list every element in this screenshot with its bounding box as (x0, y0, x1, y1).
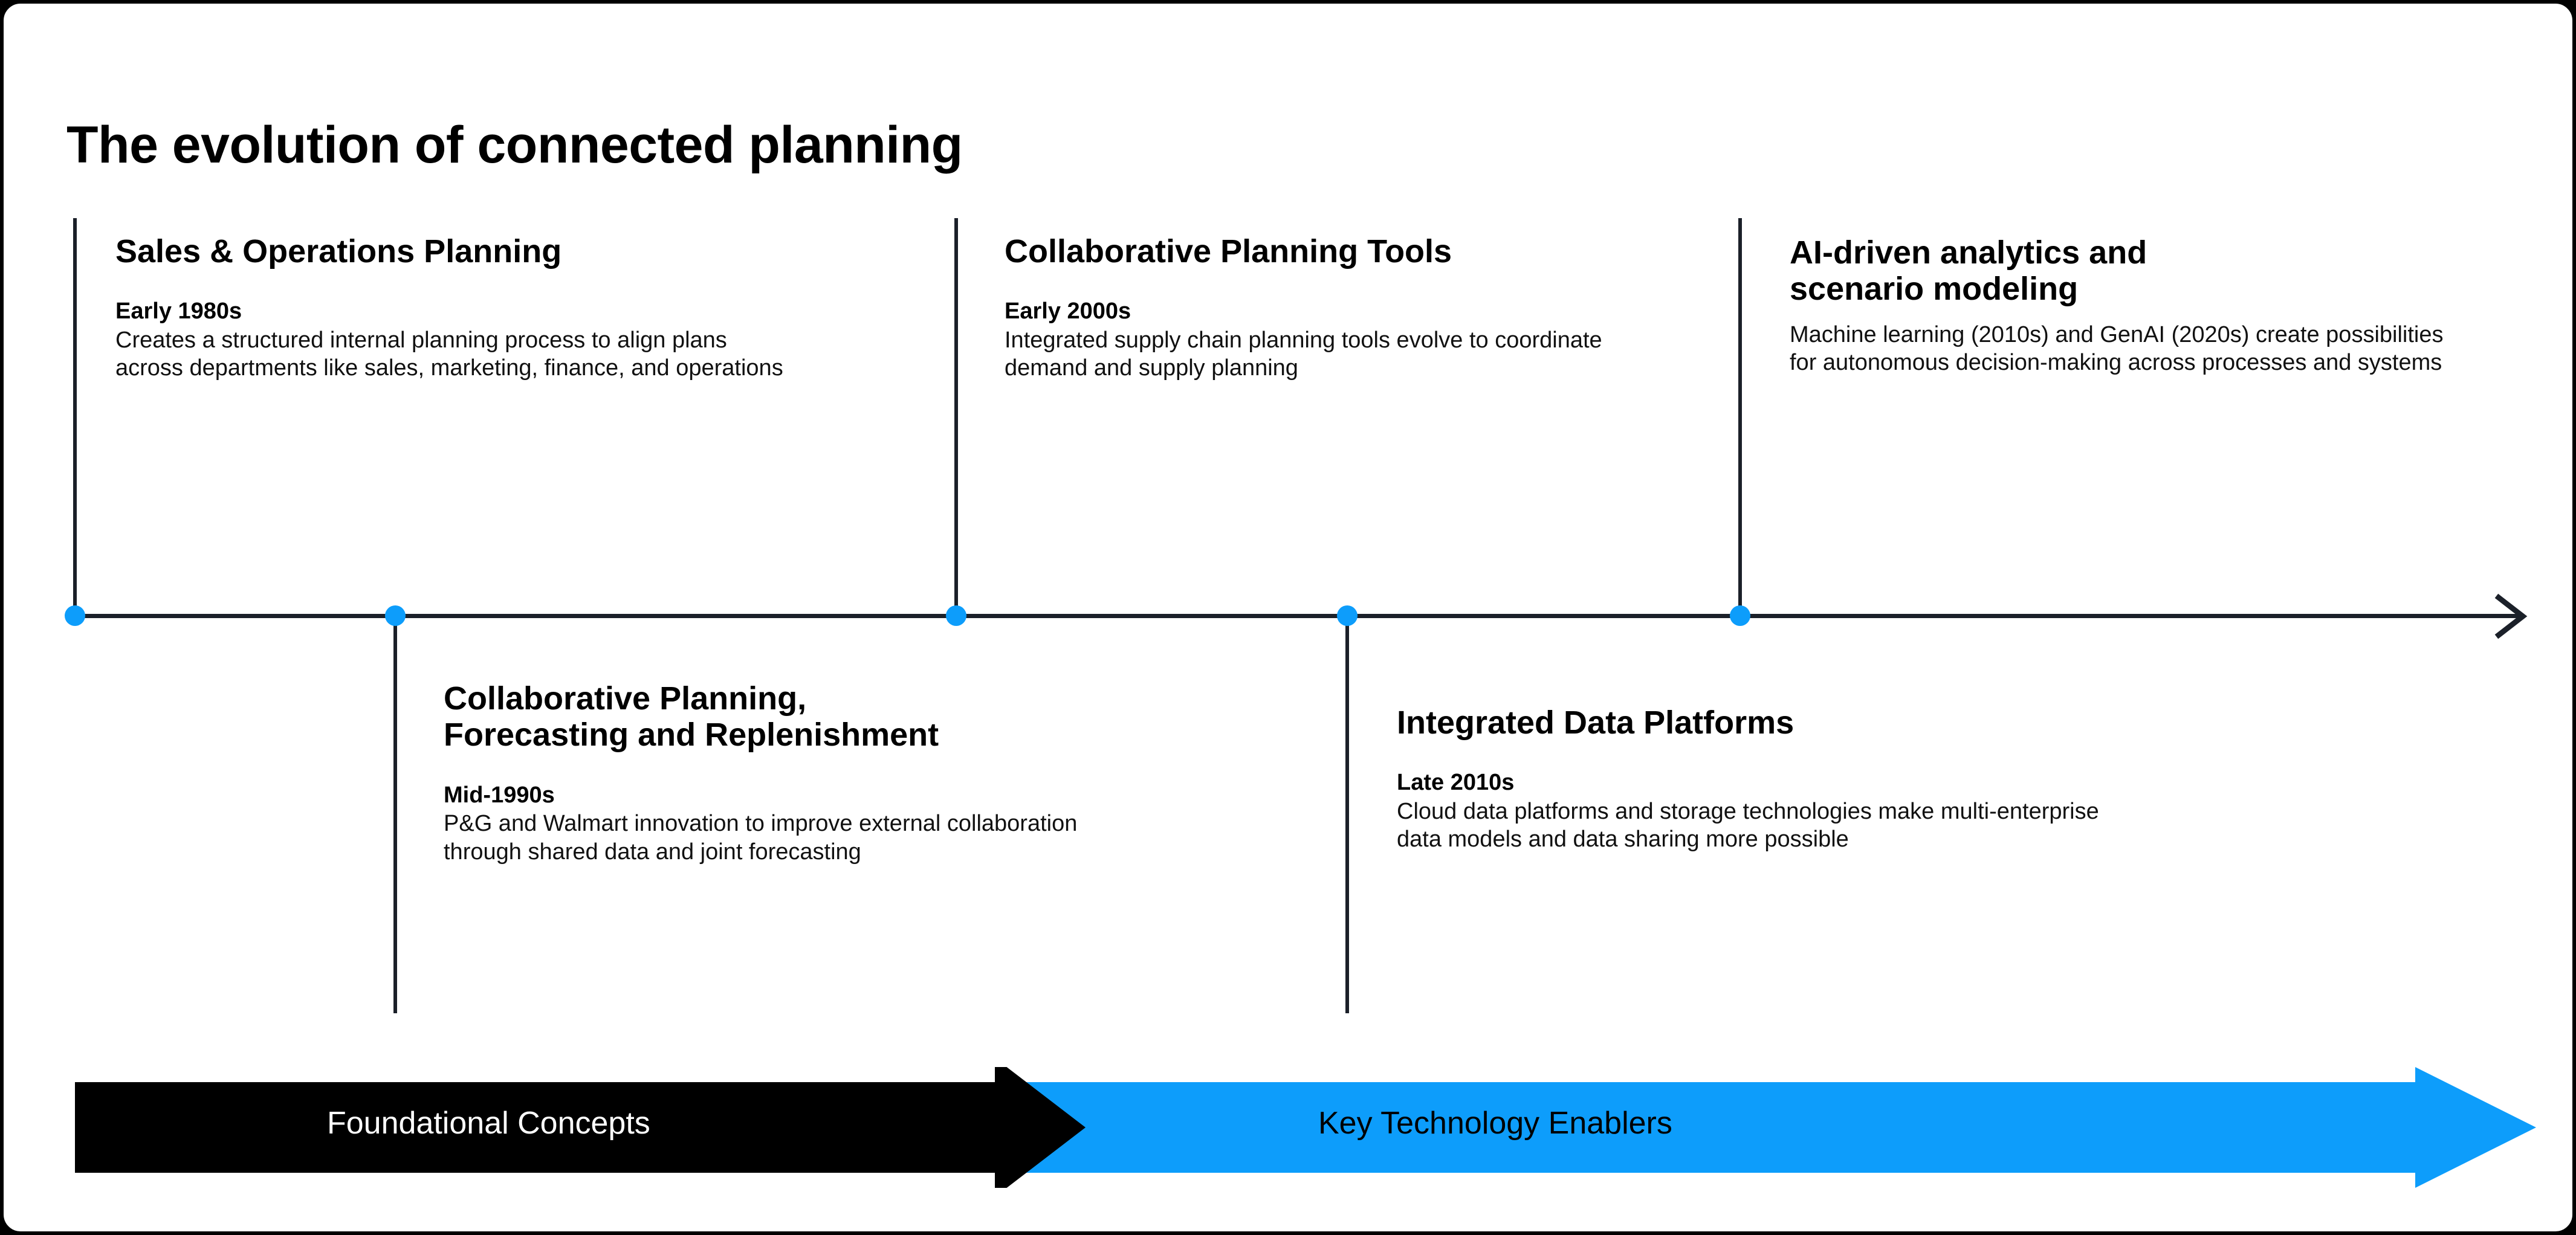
timeline-connector (73, 218, 77, 616)
phase-label-foundational: Foundational Concepts (327, 1106, 650, 1141)
milestone-block-idp: Integrated Data Platforms Late 2010s Clo… (1397, 705, 2122, 854)
milestone-description: Machine learning (2010s) and GenAI (2020… (1790, 321, 2444, 376)
milestone-block-cpt: Collaborative Planning Tools Early 2000s… (1005, 233, 1645, 382)
arrow-right-icon (2494, 593, 2542, 640)
milestone-description: Integrated supply chain planning tools e… (1005, 327, 1602, 381)
milestone-era: Late 2010s (1397, 770, 1515, 796)
milestone-block-cpfr: Collaborative Planning, Forecasting and … (444, 680, 1157, 866)
timeline-connector (393, 616, 397, 1013)
phase-arrow-blue (995, 1067, 2536, 1188)
phase-arrow-black (75, 1067, 1086, 1188)
milestone-title: AI-driven analytics and scenario modelin… (1790, 234, 2147, 308)
milestone-era: Early 2000s (1005, 298, 1131, 324)
milestone-era: Early 1980s (115, 298, 242, 324)
page-title: The evolution of connected planning (66, 116, 963, 174)
milestone-description: Cloud data platforms and storage technol… (1397, 798, 2099, 853)
milestone-era: Mid-1990s (444, 782, 555, 808)
timeline-connector (1738, 218, 1742, 616)
milestone-title: Sales & Operations Planning (115, 233, 562, 269)
timeline-dot[interactable] (946, 605, 966, 626)
timeline-dot[interactable] (65, 605, 85, 626)
timeline-axis (75, 614, 2523, 618)
timeline-dot[interactable] (1337, 605, 1358, 626)
milestone-title: Collaborative Planning, Forecasting and … (444, 680, 939, 753)
milestone-description: P&G and Walmart innovation to improve ex… (444, 811, 1078, 865)
milestone-title: Integrated Data Platforms (1397, 705, 1794, 741)
timeline-connector (954, 218, 958, 616)
milestone-title: Collaborative Planning Tools (1005, 233, 1452, 269)
milestone-block-ai: AI-driven analytics and scenario modelin… (1790, 234, 2455, 377)
timeline-dot[interactable] (1730, 605, 1750, 626)
timeline-dot[interactable] (385, 605, 406, 626)
phase-arrow-bar: Foundational Concepts Key Technology Ena… (4, 1067, 2572, 1188)
milestone-block-sop: Sales & Operations Planning Early 1980s … (115, 233, 792, 382)
phase-label-enablers: Key Technology Enablers (1318, 1106, 1672, 1141)
timeline-connector (1345, 616, 1349, 1013)
milestone-description: Creates a structured internal planning p… (115, 327, 783, 381)
